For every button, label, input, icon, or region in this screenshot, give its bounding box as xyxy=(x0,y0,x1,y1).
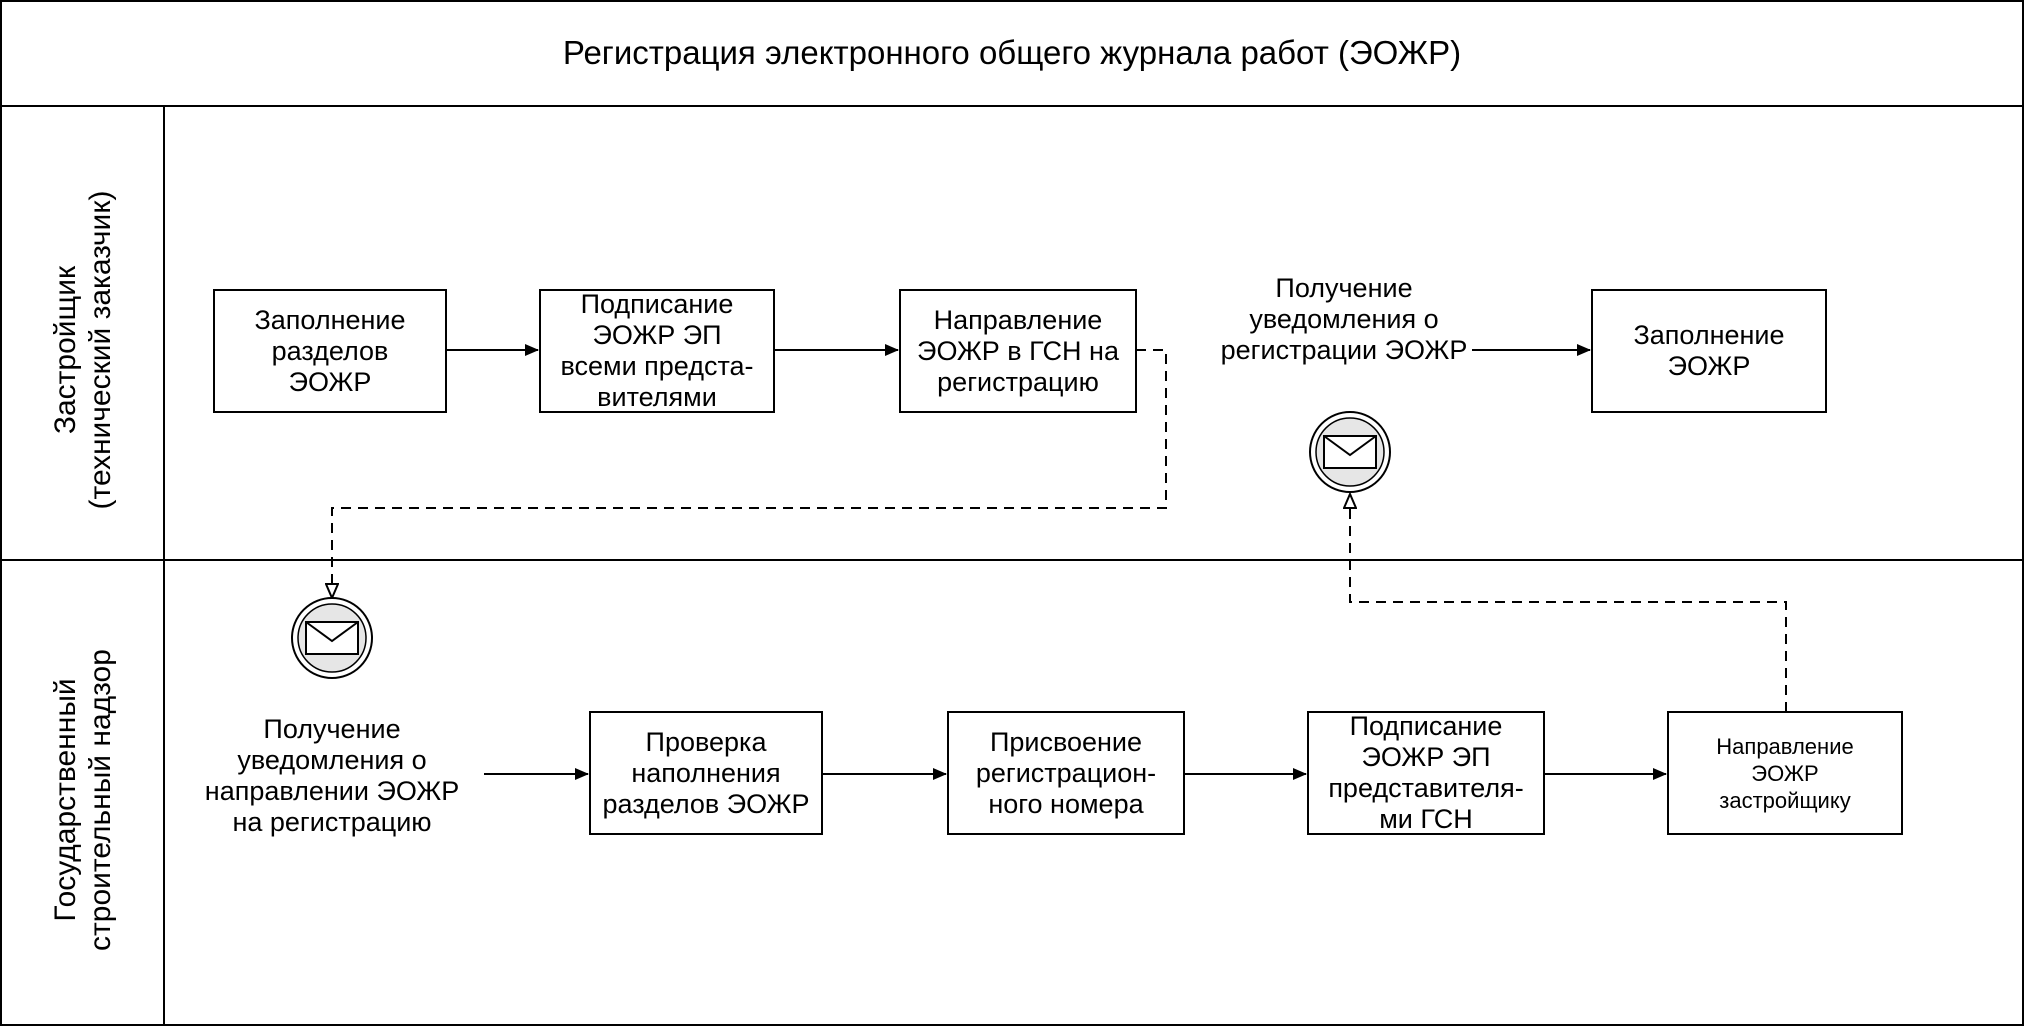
task-box xyxy=(539,289,775,413)
envelope-icon xyxy=(1323,435,1377,469)
task-check-sections-label: Проверка наполнения разделов ЭОЖР xyxy=(602,726,810,819)
task-box xyxy=(213,289,447,413)
lane-label-developer: Застройщик (технический заказчик) xyxy=(49,190,117,510)
message-flow xyxy=(1350,494,1787,712)
task-box xyxy=(589,711,823,835)
task-assign-number-label: Присвоение регистрацион- ного номера xyxy=(975,726,1157,819)
task-box xyxy=(947,711,1185,835)
lane-label-supervision: Государственный строительный надзор xyxy=(49,649,117,951)
task-sign-all-label: Подписание ЭОЖР ЭП всеми предста- вителя… xyxy=(560,289,754,412)
task-fill-journal-label: Заполнение ЭОЖР xyxy=(1633,320,1785,381)
task-send-to-gsn-label: Направление ЭОЖР в ГСН на регистрацию xyxy=(917,304,1119,397)
task-box xyxy=(1667,711,1903,835)
task-fill-sections-label: Заполнение разделов ЭОЖР xyxy=(254,304,406,397)
message-flow xyxy=(332,349,1167,598)
event-receive-submission-label: Получение уведомления о направлении ЭОЖР… xyxy=(204,714,460,837)
event-receive-registration-label: Получение уведомления о регистрации ЭОЖР xyxy=(1220,272,1468,365)
envelope-icon xyxy=(305,621,359,655)
task-sign-gsn-label: Подписание ЭОЖР ЭП представителя- ми ГСН xyxy=(1328,711,1524,834)
message-event xyxy=(291,597,373,679)
task-box xyxy=(899,289,1137,413)
task-send-to-developer-label: Направление ЭОЖР застройщику xyxy=(1716,733,1854,813)
diagram-title: Регистрация электронного общего журнала … xyxy=(562,34,1462,71)
task-box xyxy=(1591,289,1827,413)
task-box xyxy=(1307,711,1545,835)
message-event xyxy=(1309,411,1391,493)
